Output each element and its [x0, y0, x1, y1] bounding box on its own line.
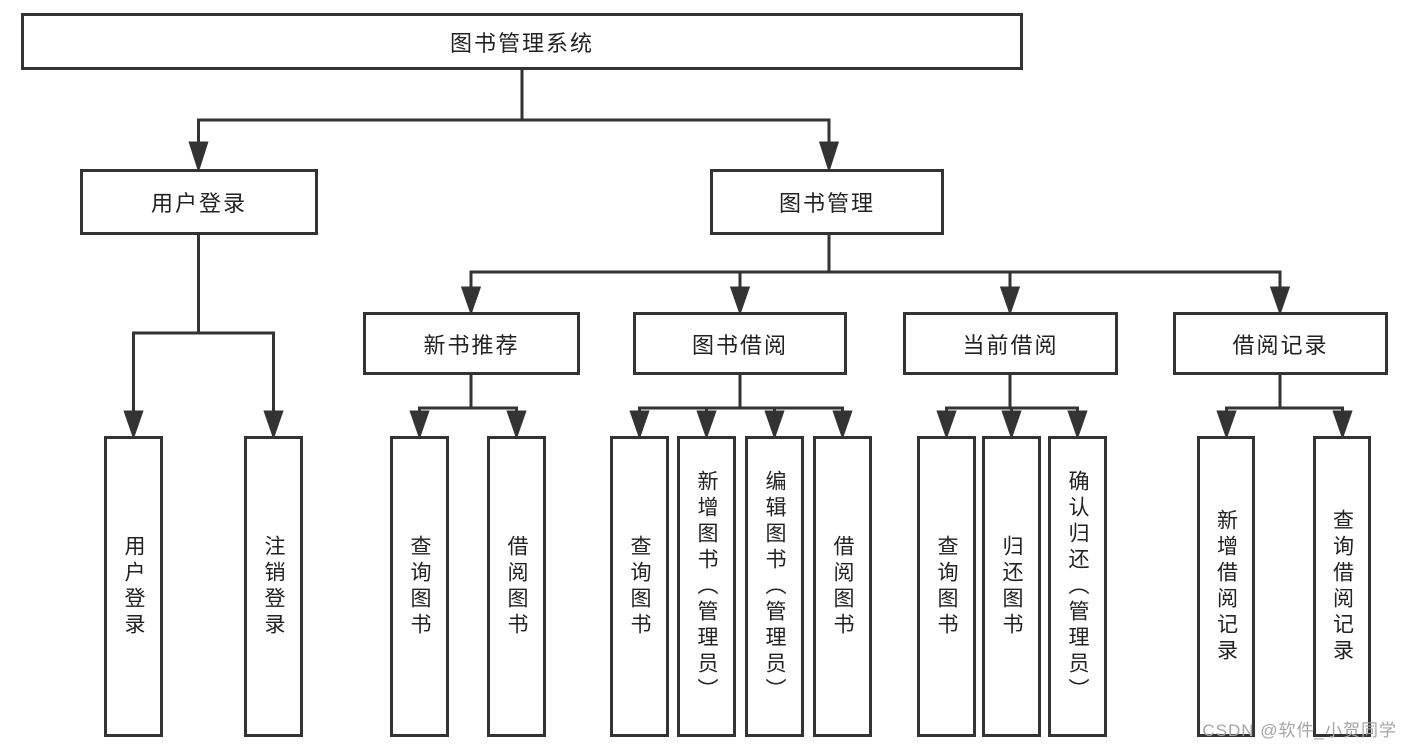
leaf-return-book: 归还图书 — [982, 436, 1041, 737]
leaf-query-borrow-record-label: 查询借阅记录 — [1330, 508, 1354, 665]
node-current-borrow: 当前借阅 — [903, 312, 1118, 375]
leaf-borrow-book-2-label: 借阅图书 — [831, 534, 854, 639]
leaf-confirm-return-admin: 确认归还（管理员） — [1048, 436, 1107, 737]
node-book-borrow-label: 图书借阅 — [691, 332, 788, 358]
node-root: 图书管理系统 — [21, 13, 1023, 70]
leaf-query-book-3-label: 查询图书 — [935, 534, 958, 639]
node-current-borrow-label: 当前借阅 — [962, 332, 1059, 358]
node-user-login-label: 用户登录 — [150, 191, 247, 216]
leaf-borrow-book-1: 借阅图书 — [487, 436, 546, 737]
leaf-borrow-book-1-label: 借阅图书 — [505, 534, 528, 639]
leaf-query-book-1-label: 查询图书 — [408, 534, 431, 639]
leaf-query-borrow-record: 查询借阅记录 — [1313, 436, 1371, 737]
node-new-book-recommend: 新书推荐 — [363, 312, 580, 375]
leaf-user-login-label: 用户登录 — [122, 534, 145, 639]
leaf-add-book-admin-label: 新增图书（管理员） — [695, 469, 718, 704]
leaf-add-borrow-record-label: 新增借阅记录 — [1214, 508, 1238, 665]
node-book-management-label: 图书管理 — [778, 191, 875, 216]
leaf-query-book-3: 查询图书 — [917, 436, 976, 737]
leaf-add-borrow-record: 新增借阅记录 — [1197, 436, 1255, 737]
leaf-edit-book-admin: 编辑图书（管理员） — [745, 436, 804, 737]
leaf-query-book-2-label: 查询图书 — [628, 534, 651, 639]
node-book-borrow: 图书借阅 — [633, 312, 847, 375]
leaf-logout: 注销登录 — [244, 436, 303, 737]
leaf-user-login: 用户登录 — [104, 436, 163, 737]
leaf-borrow-book-2: 借阅图书 — [813, 436, 872, 737]
node-borrow-records-label: 借阅记录 — [1232, 332, 1329, 358]
csdn-watermark: CSDN @软件_小贺同学 — [1202, 721, 1397, 740]
leaf-add-book-admin: 新增图书（管理员） — [677, 436, 736, 737]
leaf-query-book-1: 查询图书 — [390, 436, 449, 737]
leaf-return-book-label: 归还图书 — [1000, 534, 1023, 639]
leaf-edit-book-admin-label: 编辑图书（管理员） — [763, 469, 786, 704]
leaf-confirm-return-admin-label: 确认归还（管理员） — [1066, 469, 1089, 704]
node-root-label: 图书管理系统 — [449, 30, 594, 56]
node-borrow-records: 借阅记录 — [1173, 312, 1388, 375]
leaf-query-book-2: 查询图书 — [610, 436, 669, 737]
node-user-login: 用户登录 — [80, 169, 318, 235]
node-book-management: 图书管理 — [710, 169, 944, 235]
node-new-book-recommend-label: 新书推荐 — [423, 332, 520, 358]
leaf-logout-label: 注销登录 — [262, 534, 285, 639]
